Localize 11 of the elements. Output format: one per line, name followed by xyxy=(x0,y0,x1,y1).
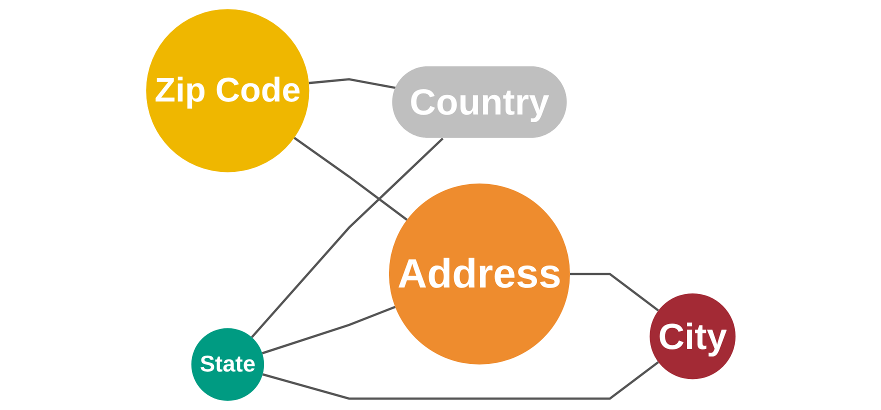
node-circle: City xyxy=(649,293,736,380)
connector xyxy=(570,272,659,312)
node-box: Country xyxy=(392,66,566,138)
connector xyxy=(262,306,396,354)
node-circle: Zip Code xyxy=(146,9,309,172)
node-circle: Address xyxy=(388,183,570,364)
connector xyxy=(250,138,444,338)
connector xyxy=(293,136,408,221)
connector xyxy=(262,361,659,400)
node-circle: State xyxy=(190,328,264,401)
connector xyxy=(308,78,396,90)
